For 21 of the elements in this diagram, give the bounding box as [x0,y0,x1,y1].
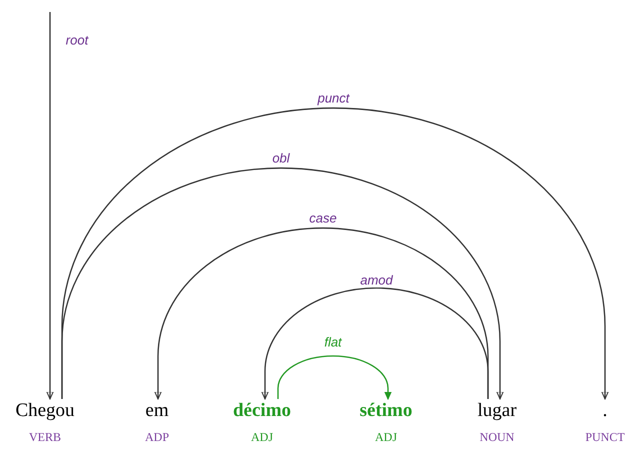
word-text: em [145,400,169,422]
word-text: sétimo [360,400,412,422]
dependency-arc [61,168,504,400]
dependency-arc [277,355,392,400]
word-text: Chegou [15,400,75,422]
edge-label: amod [358,272,395,288]
word-text: . [602,400,608,422]
pos-tag: ADJ [232,430,292,444]
word-text: décimo [232,400,292,422]
word-text: lugar [477,400,517,422]
edge-label: flat [322,334,344,350]
pos-tag: ADJ [360,430,412,444]
pos-tag: NOUN [477,430,517,444]
dependency-arc [61,108,609,400]
arrow [46,12,54,400]
dependency-arc [154,228,489,400]
dependency-arc [261,288,489,400]
pos-tag: ADP [145,430,169,444]
pos-tag: VERB [15,430,75,444]
edge-label: obl [270,150,292,166]
pos-tag: PUNCT [585,430,625,444]
